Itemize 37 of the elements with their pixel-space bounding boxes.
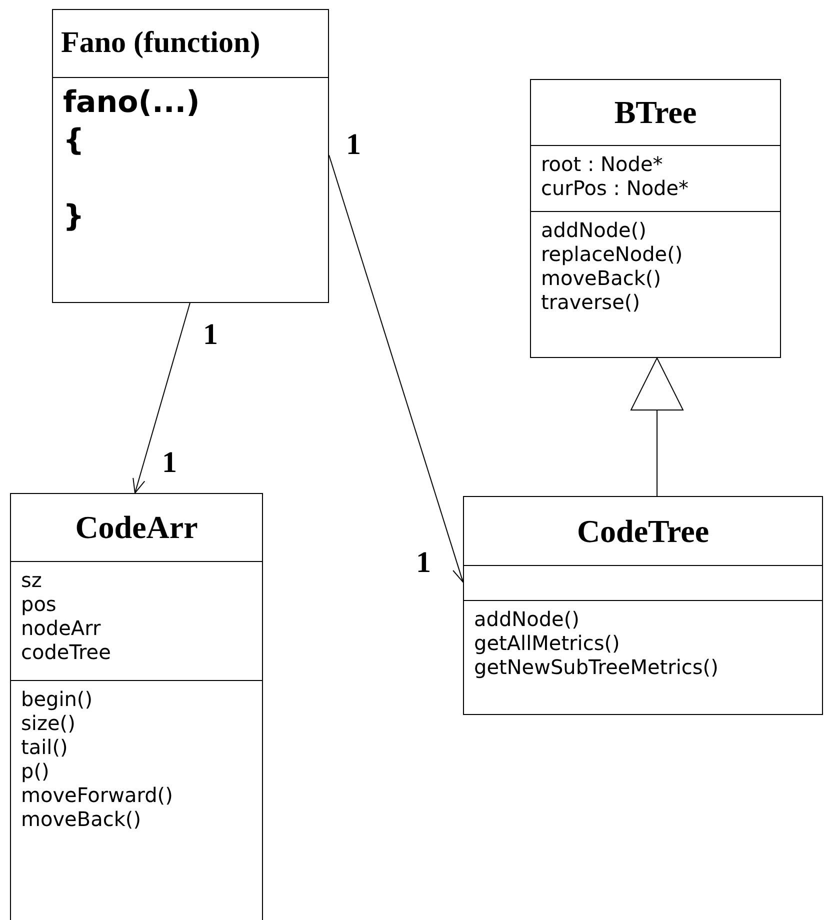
method-text: getAllMetrics()	[474, 631, 620, 656]
method-text: traverse()	[541, 290, 640, 314]
class-box	[10, 493, 263, 920]
attribute-text: curPos : Node*	[541, 176, 689, 200]
code-text: }	[63, 198, 84, 236]
multiplicity-label: 1	[346, 128, 361, 162]
attribute-text: pos	[21, 592, 56, 616]
association-arrow	[132, 302, 190, 494]
method-text: moveForward()	[21, 783, 173, 808]
class-name: BTree	[614, 94, 697, 132]
attribute-text: codeTree	[21, 640, 111, 664]
inheritance-arrow	[630, 358, 684, 496]
method-text: addNode()	[474, 607, 580, 632]
class-box	[530, 79, 781, 358]
method-text: moveBack()	[541, 266, 662, 290]
attribute-text: root : Node*	[541, 152, 663, 176]
method-text: size()	[21, 711, 76, 736]
association-arrow	[328, 154, 466, 583]
method-text: tail()	[21, 735, 68, 760]
code-text: fano(...)	[63, 84, 200, 122]
method-text: p()	[21, 759, 50, 784]
method-text: moveBack()	[21, 807, 142, 832]
code-text: {	[63, 122, 84, 160]
multiplicity-label: 1	[162, 446, 177, 480]
attribute-text: sz	[21, 568, 42, 592]
method-text: begin()	[21, 687, 93, 712]
method-text: getNewSubTreeMetrics()	[474, 655, 718, 680]
class-name: CodeTree	[576, 512, 710, 550]
class-box	[463, 496, 823, 715]
class-box	[52, 9, 329, 303]
class-name: CodeArr	[75, 508, 198, 546]
multiplicity-label: 1	[203, 318, 218, 352]
class-name: Fano (function)	[61, 26, 260, 60]
method-text: addNode()	[541, 218, 646, 242]
multiplicity-label: 1	[416, 546, 431, 580]
attribute-text: nodeArr	[21, 616, 101, 640]
method-text: replaceNode()	[541, 242, 683, 266]
